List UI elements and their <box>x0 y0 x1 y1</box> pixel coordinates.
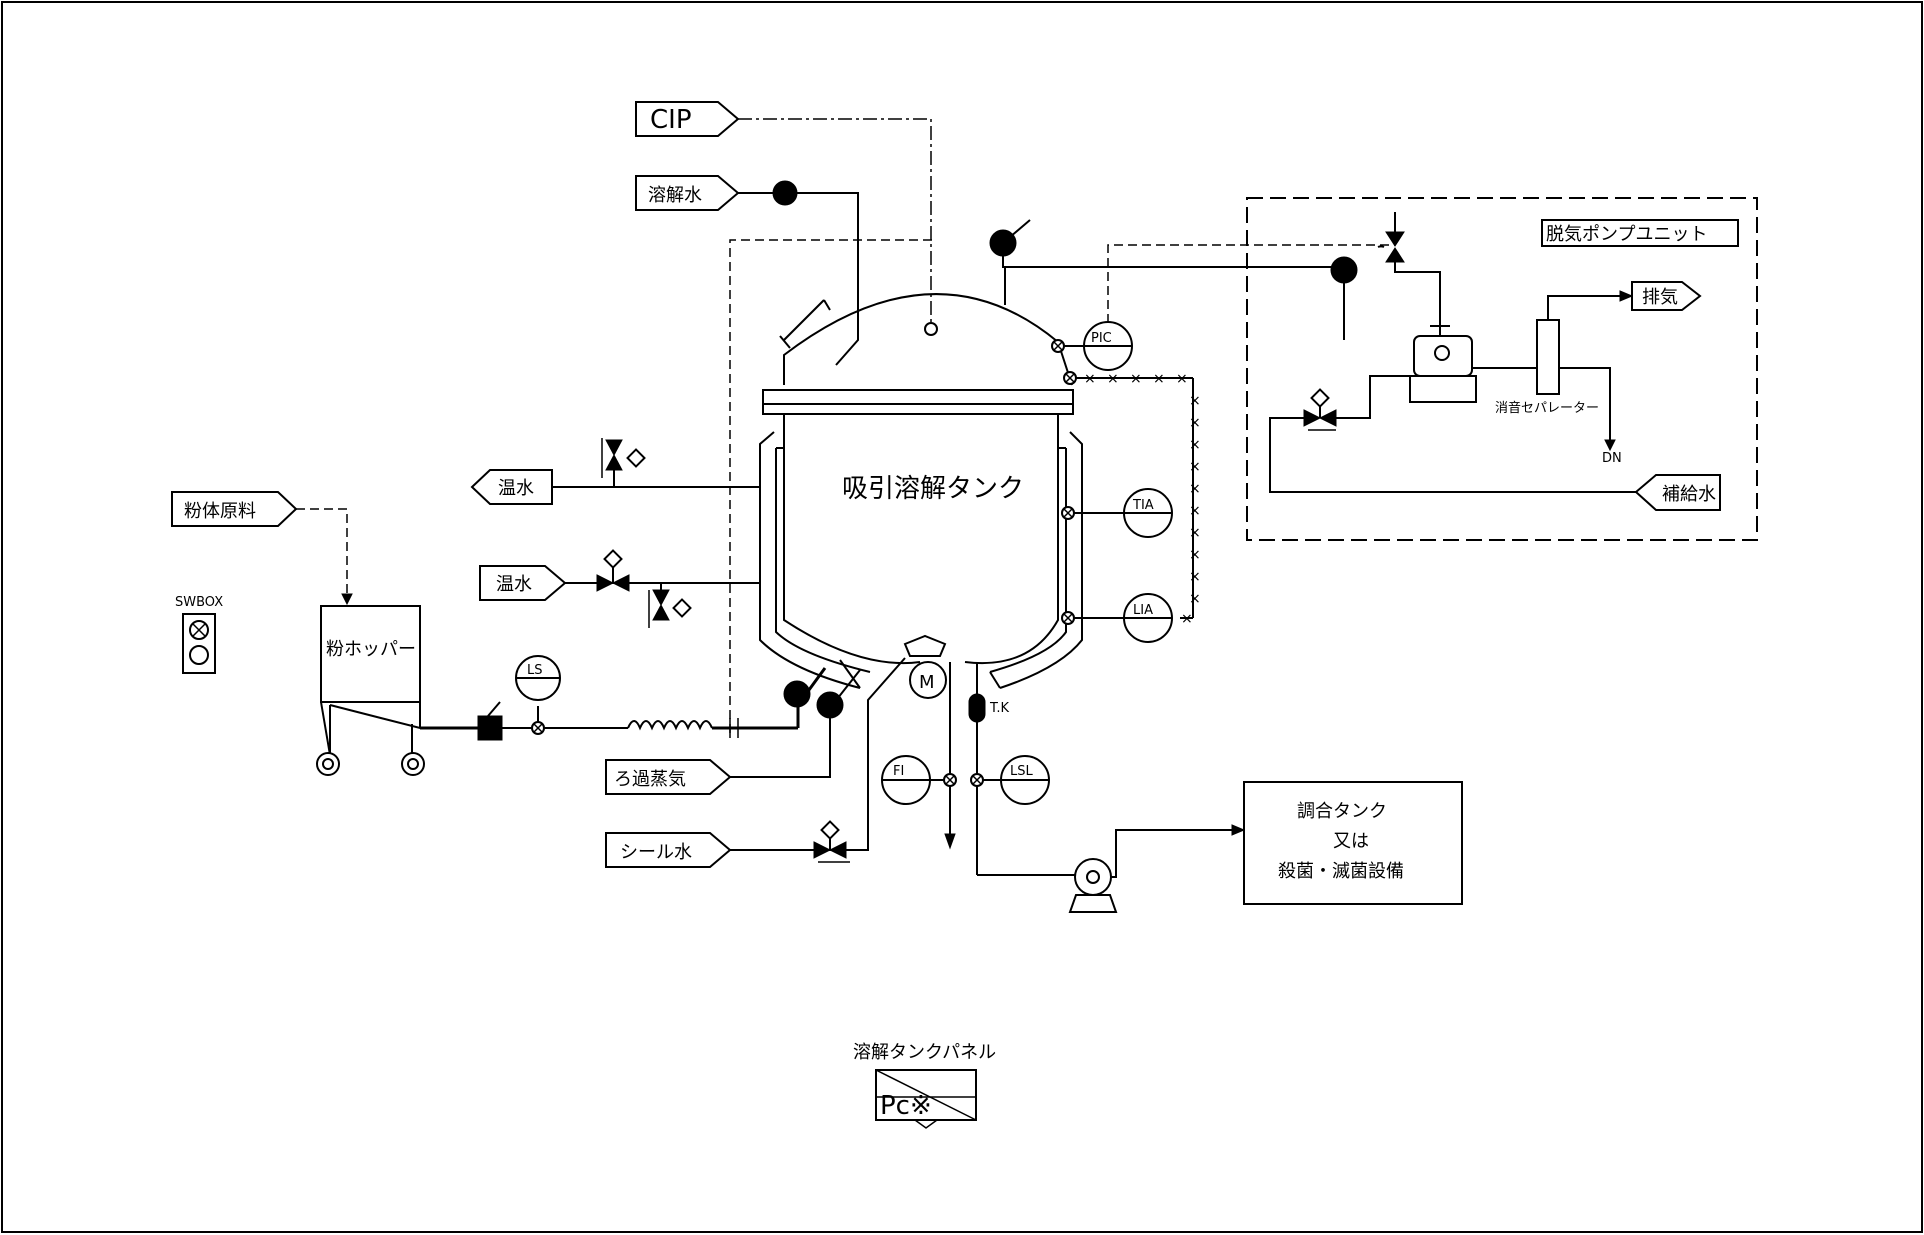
powder-hopper <box>320 605 421 703</box>
tank-label: 吸引溶解タンク <box>842 474 1024 504</box>
tk-valve-icon <box>968 693 986 723</box>
steam-valve-2-icon <box>816 691 844 719</box>
cip-spray-ball <box>924 322 938 336</box>
hot-water-1-label: 温水 <box>498 478 534 499</box>
seal-water-tag <box>605 832 732 868</box>
destination-line2: 又は <box>1333 831 1369 852</box>
hot-water-2-control-valve-icon <box>603 549 623 569</box>
capillary-x-mark: × <box>1153 371 1165 387</box>
capillary-x-mark: × <box>1189 547 1201 563</box>
cip-tag <box>635 101 740 137</box>
seal-water-label: シール水 <box>620 842 692 863</box>
destination-box: 調合タンク 又は 殺菌・滅菌設備 <box>1243 781 1463 905</box>
destination-line1: 調合タンク <box>1297 801 1387 822</box>
hot-water-line-1: 温水 <box>470 438 760 505</box>
pump-unit-label-box <box>1541 219 1739 247</box>
makeup-water-valve-icon <box>1310 388 1330 408</box>
exhaust-tag <box>1631 281 1702 311</box>
vent-line <box>989 212 1441 340</box>
seal-water-valve-icon <box>820 820 840 840</box>
hopper-label: 粉ホッパー <box>326 639 416 660</box>
capillary-x-mark: × <box>1181 611 1193 627</box>
capillary-x-mark: × <box>1189 569 1201 585</box>
hot-water-2-valve-icon <box>672 598 692 618</box>
dissolving-tank-panel: 溶解タンクパネル Pc※ <box>853 1042 996 1129</box>
pump-unit-boundary <box>1246 197 1758 541</box>
tk-label: T.K <box>989 701 1010 716</box>
hot-water-2-tag <box>479 565 567 601</box>
filtered-steam-label: ろ過蒸気 <box>614 769 686 790</box>
bottom-outlet: FI T.K LSL <box>881 662 1246 913</box>
drain-label: DN <box>1602 451 1622 466</box>
rotary-valve-icon <box>477 715 503 741</box>
swbox-label: SWBOX <box>175 595 223 610</box>
fi-label: FI <box>893 764 904 779</box>
pump-unit-label: 脱気ポンプユニット <box>1546 224 1707 245</box>
makeup-water-label: 補給水 <box>1662 484 1716 505</box>
dissolving-water-tag <box>635 175 740 211</box>
suction-dissolving-tank: 吸引溶解タンク M <box>759 293 1083 699</box>
silencer-separator <box>1536 319 1560 395</box>
separator-label: 消音セパレーター <box>1495 400 1599 416</box>
powder-material-tag <box>171 491 298 527</box>
motor-icon <box>909 661 947 699</box>
capillary-x-mark: × <box>1189 437 1201 453</box>
tia-label: TIA <box>1132 498 1154 513</box>
capillary-x-mark: × <box>1189 415 1201 431</box>
capillary-x-mark: × <box>1189 503 1201 519</box>
panel-title: 溶解タンクパネル <box>853 1042 996 1063</box>
cip-line: CIP <box>635 101 938 336</box>
capillary-markers: ×××××××××××××××× <box>1084 371 1201 627</box>
capillary-x-mark: × <box>1107 371 1119 387</box>
ls-label: LS <box>527 663 543 678</box>
panel-code: Pc※ <box>880 1091 932 1121</box>
dissolving-water-label: 溶解水 <box>648 185 702 206</box>
capillary-x-mark: × <box>1189 525 1201 541</box>
steam-valve-1-icon <box>783 680 811 708</box>
tank-instruments: PIC TIA LIA <box>1051 321 1194 643</box>
hot-water-2-label: 温水 <box>496 574 532 595</box>
capillary-x-mark: × <box>1130 371 1142 387</box>
exhaust-label: 排気 <box>1642 287 1678 308</box>
steam-trace-line <box>729 239 932 735</box>
flexible-hose <box>627 720 713 731</box>
destination-line3: 殺菌・滅菌設備 <box>1278 861 1404 882</box>
degassing-pump-unit: 脱気ポンプユニット 消音セパレーター DN 排気 補給水 <box>1246 197 1758 541</box>
filtered-steam-line: ろ過蒸気 <box>605 669 861 795</box>
powder-material-label: 粉体原料 <box>184 501 256 522</box>
capillary-x-mark: × <box>1176 371 1188 387</box>
powder-feed: 粉体原料 粉ホッパー LS SWBOX <box>171 491 827 776</box>
capillary-x-mark: × <box>1189 481 1201 497</box>
lsl-label: LSL <box>1010 764 1033 779</box>
cip-label: CIP <box>650 105 692 135</box>
pic-label: PIC <box>1091 331 1112 346</box>
seal-water-line: シール水 <box>605 657 906 868</box>
capillary-x-mark: × <box>1189 459 1201 475</box>
hot-water-line-2: 温水 <box>479 549 760 628</box>
filtered-steam-tag <box>605 759 732 795</box>
hot-water-1-valve-icon <box>626 448 646 468</box>
capillary-x-mark: × <box>1189 393 1201 409</box>
capillary-x-mark: × <box>1189 591 1201 607</box>
dissolving-water-line: 溶解水 <box>635 175 859 366</box>
lia-label: LIA <box>1133 603 1153 618</box>
motor-label: M <box>919 672 935 693</box>
makeup-water-tag <box>1634 474 1721 511</box>
capillary-x-mark: × <box>1084 371 1096 387</box>
